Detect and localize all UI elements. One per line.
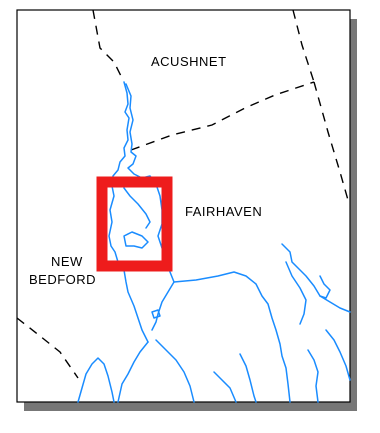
fairhaven-inlet: [285, 261, 307, 325]
boundary-north-east: [292, 9, 315, 83]
area-of-interest-highlight: [96, 176, 173, 272]
harbor-island-shore: [239, 353, 257, 403]
small-island: [151, 309, 161, 319]
harbor-inlet: [123, 187, 151, 229]
south-bay-shore: [155, 339, 195, 403]
label-new-bedford-line2: BEDFORD: [29, 272, 96, 287]
nasketucket-shore: [281, 243, 351, 313]
label-new-bedford-line1: NEW: [51, 254, 83, 269]
map-frame: [16, 9, 351, 403]
label-fairhaven: FAIRHAVEN: [185, 204, 262, 219]
coastline: [77, 81, 351, 403]
boundary-east: [313, 81, 349, 201]
sconticut-neck-east: [325, 329, 351, 381]
fairhaven-cove: [319, 275, 331, 299]
inner-harbor-island: [123, 231, 149, 249]
sconticut-neck-west: [307, 349, 319, 403]
acushnet-river-west-bank: [108, 81, 149, 343]
boundary-acushnet-fairhaven: [130, 81, 315, 151]
clarks-point-coast: [117, 341, 149, 403]
fairhaven-coast: [173, 271, 291, 403]
boundary-south-west: [16, 317, 79, 379]
boundary-north-west: [92, 9, 123, 79]
label-acushnet: ACUSHNET: [151, 54, 227, 69]
south-point-shore: [213, 371, 237, 403]
west-island-shore: [77, 357, 115, 403]
town-boundaries: [16, 9, 349, 379]
